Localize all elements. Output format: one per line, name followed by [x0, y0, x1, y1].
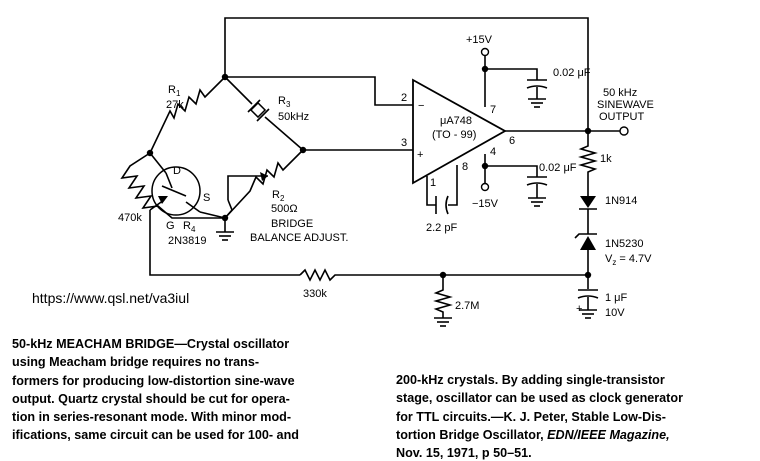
opamp-plus: +	[417, 149, 423, 161]
cap-out-value: 1 μF	[605, 292, 628, 304]
cap-comp-label: 2.2 pF	[426, 222, 457, 234]
output-terminal	[619, 126, 629, 136]
pin7-label: 7	[490, 104, 496, 116]
resistor-2p7m-label: 2.7M	[455, 300, 479, 312]
r3-crystal	[247, 99, 270, 122]
r1-label: R1	[168, 84, 181, 98]
resistor-2p7m	[433, 275, 453, 318]
r1-resistor	[149, 76, 226, 154]
caption-line: tion in series-resonant mode. With minor…	[12, 410, 292, 425]
r1-value: 27k	[166, 99, 184, 111]
output-label-3: OUTPUT	[599, 111, 645, 123]
svg-text:+: +	[576, 303, 582, 315]
opamp-minus: −	[418, 100, 424, 112]
cap-mid-label: 0.02 μF	[539, 162, 577, 174]
diode-1n914	[579, 196, 597, 210]
r4-jfet	[149, 152, 201, 216]
opamp-package: (TO - 99)	[432, 129, 476, 141]
resistor-330k	[299, 268, 588, 282]
pin6-label: 6	[509, 135, 515, 147]
source-url: https://www.qsl.net/va3iul	[32, 290, 190, 306]
ground-symbol	[216, 218, 234, 241]
fet-d-label: D	[173, 165, 181, 177]
pin3-label: 3	[401, 137, 407, 149]
zener-1n5230	[574, 233, 597, 250]
cap-1uf: +	[576, 289, 599, 319]
fet-g-label: G	[166, 220, 175, 232]
ground-2p7m	[434, 317, 452, 327]
pin8-label: 8	[462, 161, 468, 173]
r2-label: R2	[272, 189, 285, 203]
pin2-label: 2	[401, 92, 407, 104]
caption-line: 50-kHz MEACHAM BRIDGE—Crystal oscillator	[12, 337, 290, 351]
opamp-part: μA748	[440, 115, 472, 127]
r2-value: 500Ω	[271, 203, 298, 215]
vpos-terminal	[480, 47, 490, 57]
caption-line: using Meacham bridge requires no trans-	[12, 355, 260, 370]
r2-potentiometer	[224, 149, 304, 219]
r4-part: 2N3819	[168, 235, 207, 247]
cap-2p2pf	[435, 195, 449, 215]
diode-label: 1N914	[605, 195, 637, 207]
supply-neg-label: −15V	[472, 198, 499, 210]
cap-mid-0p02uf	[526, 176, 548, 207]
output-label-1: 50 kHz	[603, 87, 637, 99]
cap-top-0p02uf	[526, 79, 548, 108]
caption-line: ifications, same circuit can be used for…	[12, 428, 299, 443]
r470-label: 470k	[118, 212, 142, 224]
r4-label: R4	[183, 220, 196, 234]
output-label-2: SINEWAVE	[597, 99, 654, 111]
caption-line: output. Quartz crystal should be cut for…	[12, 391, 290, 406]
caption-column-1: 50-kHz MEACHAM BRIDGE—Crystal oscillator…	[12, 335, 382, 445]
caption-column-2: 200-kHz crystals. By adding single-trans…	[396, 371, 758, 461]
r3-value: 50kHz	[278, 111, 309, 123]
supply-pos-label: +15V	[466, 34, 493, 46]
zener-part-label: 1N5230	[605, 238, 644, 250]
caption-line: stage, oscillator can be used as clock g…	[396, 391, 683, 406]
caption-line: Nov. 15, 1971, p 50–51.	[396, 446, 532, 461]
caption-line: formers for producing low-distortion sin…	[12, 373, 295, 388]
resistor-1k-label: 1k	[600, 153, 612, 165]
pin1-label: 1	[430, 177, 436, 189]
pin4-label: 4	[490, 146, 496, 158]
r2-note-1: BRIDGE	[271, 218, 313, 230]
r2-note-2: BALANCE ADJUST.	[250, 232, 348, 244]
resistor-470k	[120, 152, 225, 219]
caption-line: 200-kHz crystals. By adding single-trans…	[396, 373, 665, 387]
resistor-1k	[578, 131, 598, 184]
cap-out-voltage: 10V	[605, 307, 625, 319]
circuit-schematic: − + μA748 (TO - 99) 2 3 6 7 4 8 1 2.2 pF…	[118, 17, 654, 327]
cap-top-label: 0.02 μF	[553, 67, 591, 79]
citation-journal: EDN/IEEE Magazine,	[547, 427, 670, 442]
r3-label: R3	[278, 95, 291, 109]
citation-title: tortion Bridge Oscillator,	[396, 427, 548, 442]
vneg-terminal	[480, 182, 490, 192]
fet-s-label: S	[203, 192, 210, 204]
caption-line: for TTL circuits.—K. J. Peter, Stable Lo…	[396, 409, 666, 424]
resistor-330k-label: 330k	[303, 288, 327, 300]
zener-vz-label: Vz = 4.7V	[605, 253, 652, 267]
caption-line: tortion Bridge Oscillator, EDN/IEEE Maga…	[396, 426, 758, 444]
ua748-opamp: − + μA748 (TO - 99)	[412, 78, 507, 185]
